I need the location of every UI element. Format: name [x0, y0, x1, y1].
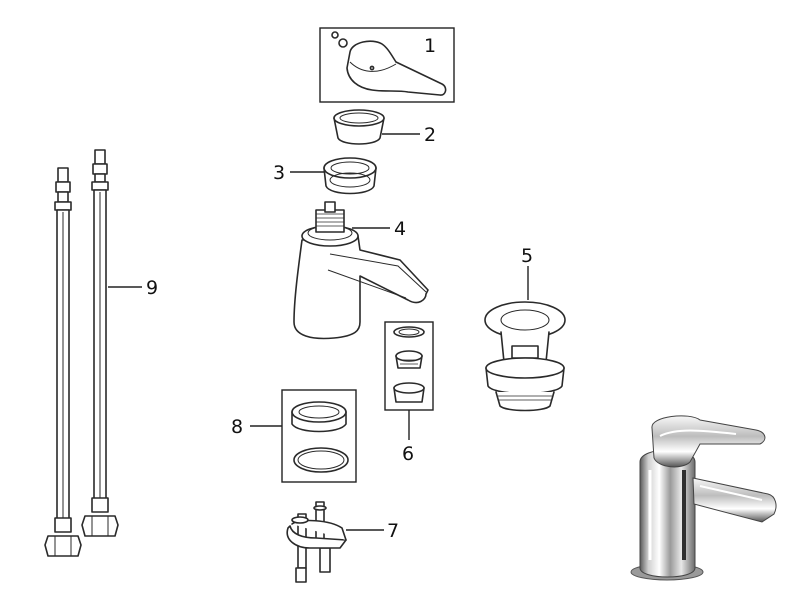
shroud-ring: [333, 109, 385, 145]
assembled-tap-image: [630, 415, 777, 581]
lever-handle: [331, 31, 447, 96]
label-1: 1: [424, 35, 436, 57]
label-4: 4: [394, 218, 406, 240]
cartridge-nut: [323, 157, 377, 195]
label-3: 3: [273, 162, 285, 184]
part-1-box: [319, 27, 455, 103]
tap-body-with-cartridge: [293, 201, 429, 340]
flexible-hoses: [44, 149, 119, 557]
label-6: 6: [402, 443, 414, 465]
label-5: 5: [521, 245, 533, 267]
label-8: 8: [231, 416, 243, 438]
part-8-box: [281, 389, 357, 483]
base-seals: [291, 401, 349, 473]
label-9: 9: [146, 277, 158, 299]
fixing-kit: [286, 501, 347, 583]
aerator-kit: [393, 326, 425, 403]
label-2: 2: [424, 124, 436, 146]
label-7: 7: [387, 520, 399, 542]
pop-up-waste: [484, 301, 566, 412]
